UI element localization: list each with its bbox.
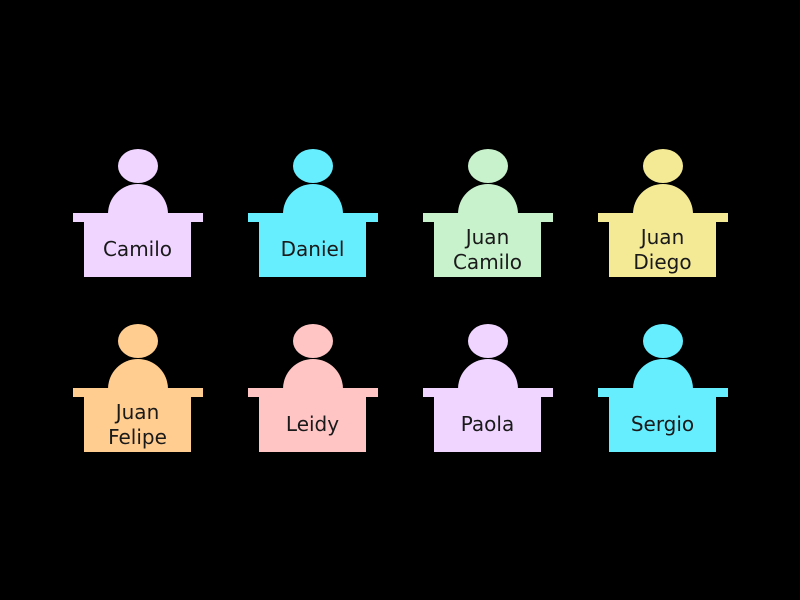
desk-card: Juan Camilo — [423, 149, 553, 279]
desk-top — [73, 388, 203, 397]
person-body-icon — [108, 359, 168, 389]
desk-label: Sergio — [630, 412, 695, 436]
desk-front: Camilo — [84, 222, 191, 277]
desk-front: Sergio — [609, 397, 716, 452]
desk-label: Juan Felipe — [108, 399, 167, 449]
person-head-icon — [118, 324, 158, 358]
desk-front: Juan Diego — [609, 222, 716, 277]
desk-top — [598, 213, 728, 222]
desk-card: Sergio — [598, 324, 728, 454]
person-body-icon — [283, 359, 343, 389]
desk-top — [423, 213, 553, 222]
desk-label: Juan Camilo — [452, 224, 523, 274]
person-body-icon — [458, 359, 518, 389]
person-head-icon — [293, 324, 333, 358]
desk-front: Daniel — [259, 222, 366, 277]
desk-top — [248, 388, 378, 397]
desk-card: Juan Diego — [598, 149, 728, 279]
desk-card: Camilo — [73, 149, 203, 279]
person-head-icon — [293, 149, 333, 183]
desk-card: Paola — [423, 324, 553, 454]
desk-label: Juan Diego — [633, 224, 692, 274]
desk-front: Juan Felipe — [84, 397, 191, 452]
person-body-icon — [633, 359, 693, 389]
desk-front: Paola — [434, 397, 541, 452]
desk-front: Leidy — [259, 397, 366, 452]
desk-card: Daniel — [248, 149, 378, 279]
desk-card: Leidy — [248, 324, 378, 454]
person-head-icon — [643, 324, 683, 358]
desk-card: Juan Felipe — [73, 324, 203, 454]
desk-label: Daniel — [280, 237, 345, 261]
person-body-icon — [458, 184, 518, 214]
desk-top — [598, 388, 728, 397]
person-head-icon — [118, 149, 158, 183]
person-body-icon — [108, 184, 168, 214]
person-head-icon — [468, 149, 508, 183]
person-head-icon — [643, 149, 683, 183]
desk-label: Camilo — [102, 237, 173, 261]
desk-top — [423, 388, 553, 397]
desk-label: Leidy — [285, 412, 340, 436]
person-body-icon — [283, 184, 343, 214]
desk-top — [248, 213, 378, 222]
person-body-icon — [633, 184, 693, 214]
desk-top — [73, 213, 203, 222]
desk-front: Juan Camilo — [434, 222, 541, 277]
desk-label: Paola — [460, 412, 515, 436]
person-head-icon — [468, 324, 508, 358]
